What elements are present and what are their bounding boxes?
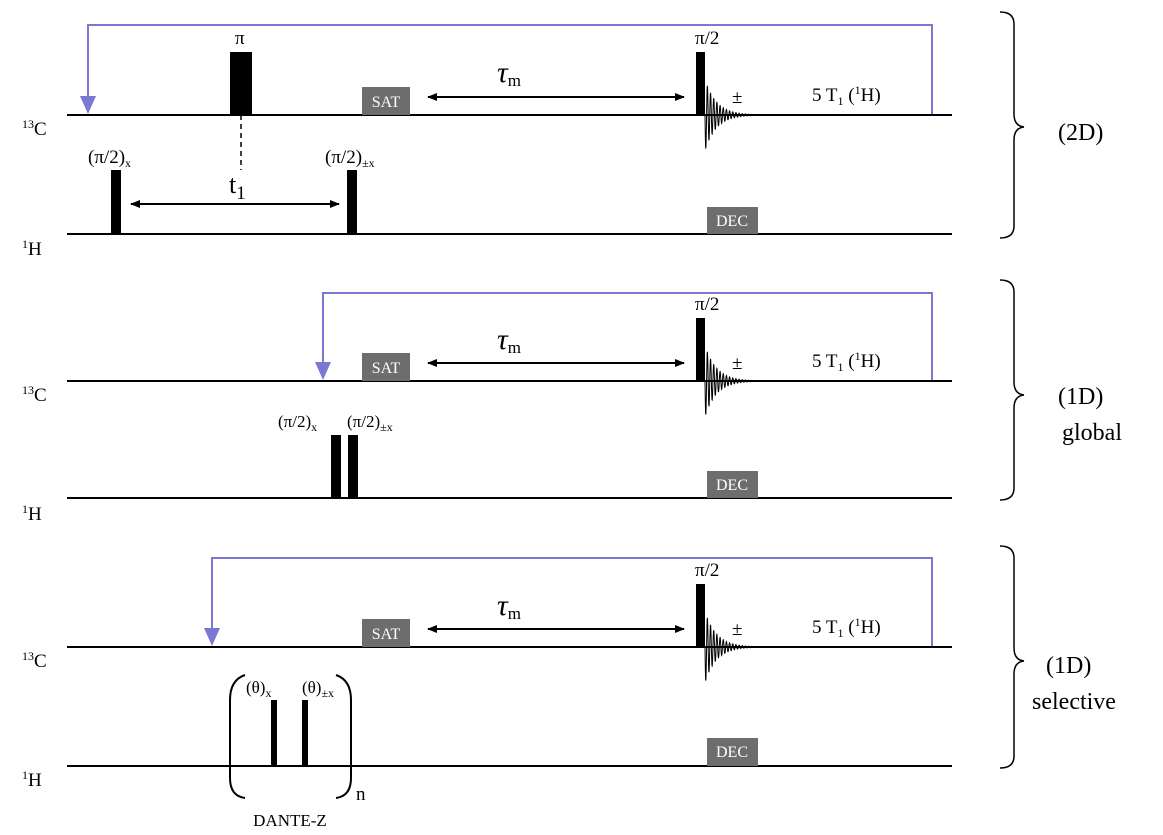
dante-left-paren xyxy=(229,674,246,799)
pi-half-pulse xyxy=(696,318,705,381)
theta-pulse-pmx xyxy=(302,700,308,766)
carbon-label: 13C xyxy=(22,117,47,140)
plus-minus-label: ± xyxy=(732,619,742,640)
theta-pulse-x xyxy=(271,700,277,766)
dec-label: DEC xyxy=(716,213,748,230)
pi-half-label: π/2 xyxy=(695,560,719,581)
recycle-delay-label: 5 T1 (1H) xyxy=(812,83,881,108)
pi-half-label: π/2 xyxy=(695,294,719,315)
dante-repeat-n: n xyxy=(356,784,366,805)
dec-box xyxy=(707,207,758,234)
sat-box xyxy=(362,353,410,381)
recycle-delay-label: 5 T1 (1H) xyxy=(812,349,881,374)
fid-signal xyxy=(704,617,754,681)
carbon-label: 13C xyxy=(22,383,47,406)
proton-pulse-x xyxy=(331,435,341,498)
dec-label: DEC xyxy=(716,477,748,494)
carbon-label: 13C xyxy=(22,649,47,672)
recycle-delay-label: 5 T1 (1H) xyxy=(812,615,881,640)
fid-signal xyxy=(704,85,754,149)
sat-box xyxy=(362,87,410,115)
proton-pulse-pmx xyxy=(347,170,357,234)
recycle-arrowhead xyxy=(204,628,220,646)
panel-caption: (2D) xyxy=(1058,120,1103,146)
sat-label: SAT xyxy=(372,626,401,643)
sat-label: SAT xyxy=(372,360,401,377)
plus-minus-label: ± xyxy=(732,87,742,108)
dante-right-paren xyxy=(335,674,352,799)
proton-pulse-pmx xyxy=(348,435,358,498)
recycle-loop xyxy=(322,292,933,381)
theta-x-label: (θ)x xyxy=(246,678,271,700)
sat-box xyxy=(362,619,410,647)
panel-caption-line2: global xyxy=(1062,420,1122,446)
proton-pulse-pmx-label: (π/2)±x xyxy=(347,412,393,434)
pi-half-pulse xyxy=(696,584,705,647)
pi-half-pulse xyxy=(696,52,705,115)
proton-pulse-x-label: (π/2)x xyxy=(278,412,317,434)
proton-pulse-x-label: (π/2)x xyxy=(88,147,131,170)
pi-pulse xyxy=(230,52,252,115)
panel-caption-line1: (1D) xyxy=(1046,653,1091,679)
panel-2d: 13C π SAT τm π/2 ± 5 T1 (1H) 1H (π/2)x (… xyxy=(22,11,1103,260)
dec-box xyxy=(707,471,758,498)
recycle-arrowhead xyxy=(80,96,96,114)
proton-label: 1H xyxy=(22,237,42,260)
sat-label: SAT xyxy=(372,94,401,111)
panel-1d-selective: 13C SAT τm π/2 ± 5 T1 (1H) 1H (θ)x (θ)±x… xyxy=(22,545,1116,830)
dante-z-label: DANTE-Z xyxy=(253,811,327,830)
recycle-loop xyxy=(211,557,933,647)
plus-minus-label: ± xyxy=(732,353,742,374)
proton-pulse-x xyxy=(111,170,121,234)
dec-box xyxy=(707,738,758,766)
recycle-arrowhead xyxy=(315,362,331,380)
tau-m-label: τm xyxy=(497,589,521,623)
pi-label: π xyxy=(235,28,245,49)
panel-1d-global: 13C SAT τm π/2 ± 5 T1 (1H) 1H (π/2)x (π/… xyxy=(22,279,1122,525)
proton-pulse-pmx-label: (π/2)±x xyxy=(325,147,375,170)
panel-bracket xyxy=(999,11,1025,239)
panel-bracket xyxy=(999,279,1025,501)
dec-label: DEC xyxy=(716,744,748,761)
pi-half-label: π/2 xyxy=(695,28,719,49)
panel-bracket xyxy=(999,545,1025,769)
theta-pmx-label: (θ)±x xyxy=(302,678,334,700)
proton-label: 1H xyxy=(22,502,42,525)
panel-caption-line2: selective xyxy=(1032,689,1116,715)
proton-label: 1H xyxy=(22,768,42,791)
fid-signal xyxy=(704,351,754,415)
tau-m-label: τm xyxy=(497,56,521,90)
recycle-loop xyxy=(87,24,933,115)
tau-m-label: τm xyxy=(497,323,521,357)
t1-label: t1 xyxy=(229,170,246,204)
panel-caption-line1: (1D) xyxy=(1058,384,1103,410)
